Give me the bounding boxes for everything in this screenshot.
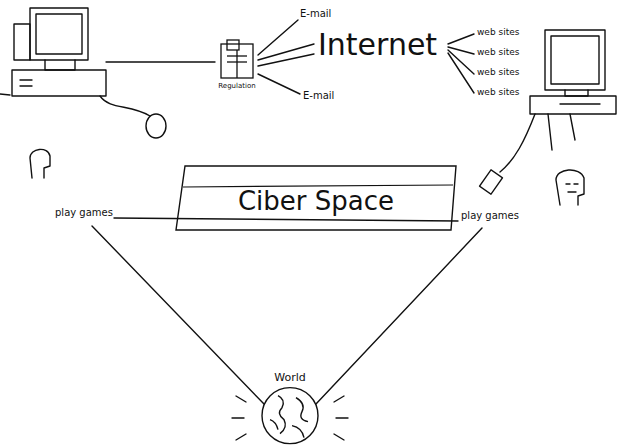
left-computer xyxy=(0,8,166,138)
cyberspace-box: Ciber Space xyxy=(175,165,457,231)
server-box-outline xyxy=(214,40,260,80)
game-lines xyxy=(92,218,482,404)
play-games-label: play games xyxy=(461,210,519,221)
internet-label: Internet xyxy=(318,28,437,61)
email-label: E-mail xyxy=(300,8,331,19)
leader-lines xyxy=(258,20,474,94)
server-box: Regulation xyxy=(214,40,260,132)
website-label: web sites xyxy=(477,88,519,98)
website-label: web sites xyxy=(477,28,519,38)
node-text: World xyxy=(246,372,334,385)
node-text: Regulation xyxy=(214,82,260,90)
network-wire xyxy=(106,61,215,62)
node-text: Ciber Space xyxy=(175,187,457,217)
world-globe: World xyxy=(246,372,334,447)
play-games-label: play games xyxy=(55,207,113,218)
globe-rays xyxy=(232,396,348,440)
email-label: E-mail xyxy=(303,90,334,101)
website-label: web sites xyxy=(477,48,519,58)
website-label: web sites xyxy=(477,68,519,78)
